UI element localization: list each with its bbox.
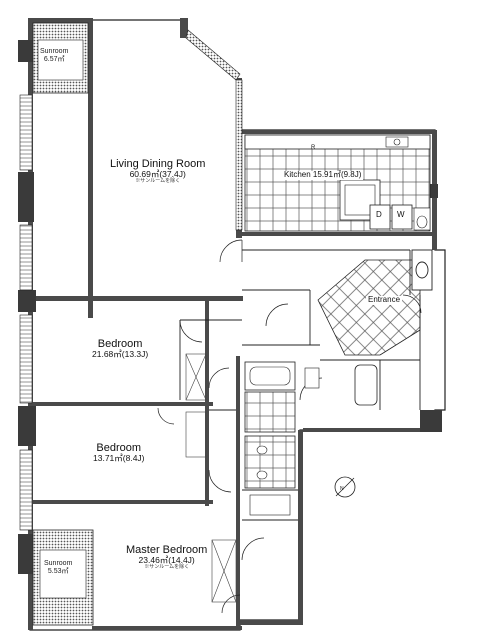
north-label: N — [340, 486, 344, 492]
bedroom-1-area: 21.68㎡(13.3J) — [92, 349, 149, 360]
bedroom-1-label: Bedroom 21.68㎡(13.3J) — [92, 338, 148, 359]
closets — [185, 353, 237, 603]
sunroom-bottom-area — [32, 529, 94, 626]
washer-label: W — [397, 210, 405, 219]
master-bedroom-note: ※サンルームを除く — [144, 564, 190, 571]
living-dining-label: Living Dining Room 60.69㎡(37.4J) ※サンルームを… — [110, 158, 205, 185]
columns — [18, 40, 442, 574]
kitchen-name: Kitchen — [284, 170, 311, 179]
master-bedroom-label: Master Bedroom 23.46㎡(14.4J) ※サンルームを除く — [126, 544, 207, 571]
sunroom-top-area — [32, 22, 89, 94]
living-dining-name: Living Dining Room — [110, 158, 206, 170]
refrigerator-label: R — [311, 145, 316, 151]
master-bedroom-name: Master Bedroom — [126, 544, 208, 556]
bedroom-1-name: Bedroom — [97, 338, 143, 350]
sunroom-bottom-area-text: 5.53㎡ — [47, 567, 69, 575]
sunroom-top-area-text: 6.57㎡ — [43, 55, 65, 63]
living-dining-note: ※サンルームを除く — [135, 178, 181, 185]
kitchen-floor — [244, 134, 431, 232]
north-compass — [334, 476, 356, 498]
bathroom-floor — [244, 361, 378, 516]
bedroom-2-name: Bedroom — [96, 442, 142, 454]
interior-lines — [179, 249, 433, 521]
door-swings — [157, 239, 422, 614]
bedroom-2-label: Bedroom 13.71㎡(8.4J) — [93, 442, 145, 463]
sunroom-top-name: Sunroom — [40, 48, 69, 55]
living-dining-area: 60.69㎡(37.4J) — [129, 169, 186, 180]
refrigerator-icon: R — [311, 145, 316, 151]
bedroom-2-area: 13.71㎡(8.4J) — [93, 453, 145, 464]
kitchen-area: 15.91㎡(9.8J) — [312, 170, 362, 179]
living-angled-wall — [185, 29, 243, 231]
kitchen-label: Kitchen 15.91㎡(9.8J) — [282, 170, 364, 180]
entrance-floor — [317, 259, 421, 356]
sunroom-bottom-label: Sunroom 5.53㎡ — [44, 560, 72, 575]
master-bedroom-area: 23.46㎡(14.4J) — [138, 555, 195, 566]
sunroom-top-label: Sunroom 6.57㎡ — [40, 48, 68, 63]
sunroom-bottom-name: Sunroom — [44, 560, 73, 567]
dryer-label: D — [376, 210, 382, 219]
left-window-strip — [19, 94, 33, 531]
entrance-label: Entrance — [366, 295, 403, 305]
